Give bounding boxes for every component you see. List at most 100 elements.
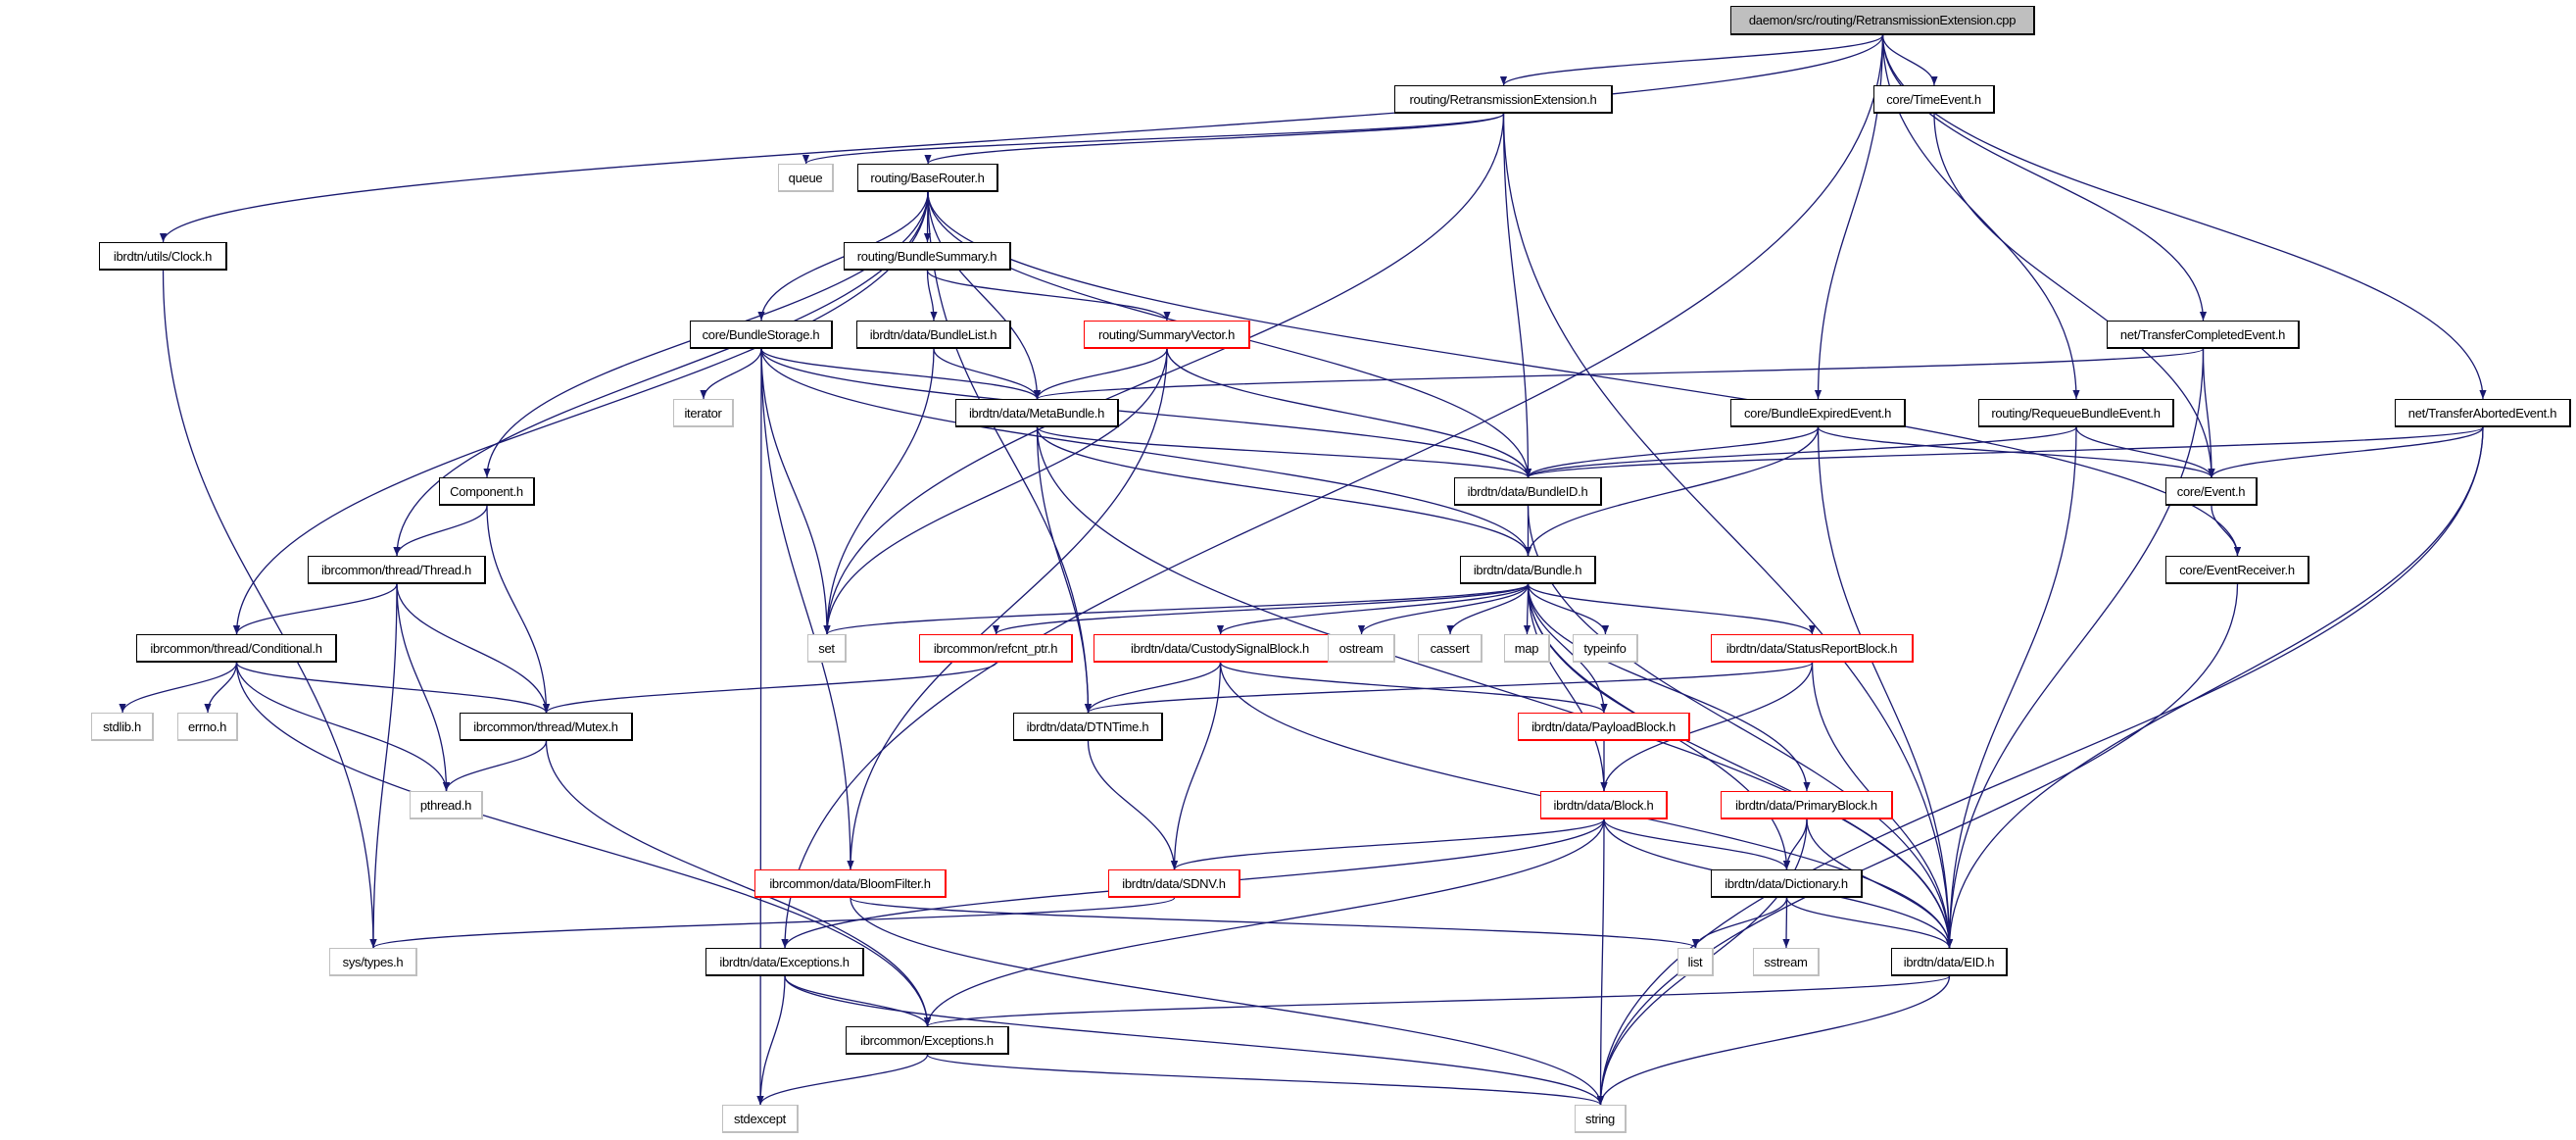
edge-thread-to-pthread bbox=[396, 583, 451, 792]
node-typeinfo: typeinfo bbox=[1573, 634, 1638, 663]
node-list: list bbox=[1677, 948, 1714, 976]
edge-bstorage-to-metabundle bbox=[760, 348, 1041, 400]
node-block[interactable]: ibrdtn/data/Block.h bbox=[1540, 791, 1668, 819]
node-dexceptions[interactable]: ibrdtn/data/Exceptions.h bbox=[705, 948, 864, 976]
node-dictionary[interactable]: ibrdtn/data/Dictionary.h bbox=[1711, 869, 1863, 898]
node-tcompleted[interactable]: net/TransferCompletedEvent.h bbox=[2107, 321, 2300, 349]
edge-metabundle-to-bundle bbox=[1036, 426, 1532, 557]
node-primary[interactable]: ibrdtn/data/PrimaryBlock.h bbox=[1721, 791, 1893, 819]
edge-dictionary-to-eid bbox=[1785, 897, 1954, 949]
edge-cpp-to-dexceptions bbox=[781, 34, 1884, 949]
edge-component-to-thread bbox=[393, 505, 488, 557]
node-string: string bbox=[1575, 1105, 1627, 1133]
edge-bundle-to-statusreport bbox=[1527, 583, 1816, 635]
edge-block-to-dictionary bbox=[1603, 818, 1791, 870]
node-bstorage[interactable]: core/BundleStorage.h bbox=[690, 321, 833, 349]
node-event[interactable]: core/Event.h bbox=[2165, 477, 2258, 506]
edge-conditional-to-mutex bbox=[235, 662, 550, 714]
edge-statusreport-to-block bbox=[1600, 662, 1814, 792]
edge-bsummary-to-blist bbox=[926, 270, 938, 322]
edge-blist-to-set bbox=[823, 348, 935, 635]
edge-evrecv-to-string bbox=[1596, 583, 2239, 1106]
edge-bstorage-to-set bbox=[760, 348, 831, 635]
edge-bstorage-to-stdexcept bbox=[756, 348, 764, 1106]
node-stdexcept: stdexcept bbox=[722, 1105, 799, 1133]
node-errno: errno.h bbox=[177, 713, 238, 741]
edge-svector-to-set bbox=[823, 348, 1168, 635]
edge-bsummary-to-svector bbox=[926, 270, 1171, 322]
node-bexpired[interactable]: core/BundleExpiredEvent.h bbox=[1730, 399, 1906, 427]
edge-eid-to-cexceptions bbox=[924, 975, 1951, 1027]
edge-dtntime-to-sdnv bbox=[1087, 740, 1179, 870]
edge-thread-to-mutex bbox=[396, 583, 551, 714]
node-ostream: ostream bbox=[1328, 634, 1395, 663]
edge-cpp-to-clock bbox=[160, 34, 1884, 243]
edge-dexceptions-to-stdexcept bbox=[756, 975, 786, 1106]
node-timeev[interactable]: core/TimeEvent.h bbox=[1873, 85, 1995, 114]
node-baserouter[interactable]: routing/BaseRouter.h bbox=[857, 164, 998, 192]
edge-bstorage-to-bloom bbox=[760, 348, 854, 870]
edge-bundle-to-block bbox=[1527, 583, 1608, 792]
edge-bundle-to-primary bbox=[1527, 583, 1811, 792]
edge-bexpired-to-bundleid bbox=[1525, 426, 1820, 478]
node-evrecv[interactable]: core/EventReceiver.h bbox=[2165, 556, 2309, 584]
node-bundleid[interactable]: ibrdtn/data/BundleID.h bbox=[1454, 477, 1602, 506]
edge-conditional-to-errno bbox=[204, 662, 238, 714]
node-mutex[interactable]: ibrcommon/thread/Mutex.h bbox=[460, 713, 633, 741]
node-statusreport[interactable]: ibrdtn/data/StatusReportBlock.h bbox=[1711, 634, 1914, 663]
edge-eid-to-string bbox=[1596, 975, 1951, 1106]
edge-bundle-to-cassert bbox=[1446, 583, 1530, 635]
edge-dexceptions-to-string bbox=[784, 975, 1604, 1106]
edge-cpp-to-rexth bbox=[1500, 34, 1884, 86]
node-rexth[interactable]: routing/RetransmissionExtension.h bbox=[1394, 85, 1613, 114]
node-map: map bbox=[1504, 634, 1550, 663]
edge-sdnv-to-systypes bbox=[369, 897, 1176, 949]
node-taborted[interactable]: net/TransferAbortedEvent.h bbox=[2395, 399, 2571, 427]
edge-block-to-string bbox=[1596, 818, 1605, 1106]
node-dtntime[interactable]: ibrdtn/data/DTNTime.h bbox=[1013, 713, 1163, 741]
edge-bexpired-to-bundle bbox=[1524, 426, 1820, 557]
edge-requeue-to-event bbox=[2075, 426, 2215, 478]
node-sdnv[interactable]: ibrdtn/data/SDNV.h bbox=[1108, 869, 1240, 898]
node-svector[interactable]: routing/SummaryVector.h bbox=[1084, 321, 1250, 349]
node-eid[interactable]: ibrdtn/data/EID.h bbox=[1891, 948, 2008, 976]
node-conditional[interactable]: ibrcommon/thread/Conditional.h bbox=[136, 634, 337, 663]
node-cpp[interactable]: daemon/src/routing/RetransmissionExtensi… bbox=[1730, 6, 2035, 35]
node-component[interactable]: Component.h bbox=[439, 477, 535, 506]
edge-conditional-to-cexceptions bbox=[235, 662, 932, 1027]
node-clock[interactable]: ibrdtn/utils/Clock.h bbox=[99, 242, 227, 271]
edge-bstorage-to-bundle bbox=[760, 348, 1532, 557]
edge-metabundle-to-bundleid bbox=[1036, 426, 1531, 478]
node-payload[interactable]: ibrdtn/data/PayloadBlock.h bbox=[1518, 713, 1690, 741]
node-requeue[interactable]: routing/RequeueBundleEvent.h bbox=[1978, 399, 2174, 427]
edge-dexceptions-to-cexceptions bbox=[784, 975, 932, 1027]
edge-baserouter-to-metabundle bbox=[927, 191, 1042, 400]
edge-svector-to-bloom bbox=[847, 348, 1168, 870]
node-blist[interactable]: ibrdtn/data/BundleList.h bbox=[856, 321, 1011, 349]
edge-rexth-to-queue bbox=[802, 113, 1505, 165]
node-bundle[interactable]: ibrdtn/data/Bundle.h bbox=[1460, 556, 1596, 584]
edge-cpp-to-timeev bbox=[1881, 34, 1938, 86]
edge-dictionary-to-list bbox=[1691, 897, 1788, 949]
edge-blist-to-metabundle bbox=[933, 348, 1042, 400]
edge-conditional-to-pthread bbox=[235, 662, 451, 792]
node-bsummary[interactable]: routing/BundleSummary.h bbox=[844, 242, 1011, 271]
edge-taborted-to-string bbox=[1596, 426, 2484, 1106]
edge-event-to-evrecv bbox=[2211, 505, 2242, 557]
node-thread[interactable]: ibrcommon/thread/Thread.h bbox=[308, 556, 486, 584]
edge-bundle-to-eid bbox=[1527, 583, 1954, 949]
node-systypes: sys/types.h bbox=[329, 948, 417, 976]
node-bloom[interactable]: ibrcommon/data/BloomFilter.h bbox=[754, 869, 947, 898]
node-metabundle[interactable]: ibrdtn/data/MetaBundle.h bbox=[955, 399, 1119, 427]
edge-bundle-to-set bbox=[823, 583, 1530, 635]
edge-baserouter-to-dtntime bbox=[927, 191, 1093, 714]
node-cexceptions[interactable]: ibrcommon/Exceptions.h bbox=[846, 1026, 1009, 1055]
edge-mutex-to-pthread bbox=[442, 740, 548, 792]
node-pthread: pthread.h bbox=[410, 791, 483, 819]
edge-dictionary-to-sstream bbox=[1782, 897, 1790, 949]
edge-custody-to-dtntime bbox=[1084, 662, 1222, 714]
node-custody[interactable]: ibrdtn/data/CustodySignalBlock.h bbox=[1094, 634, 1347, 663]
edge-requeue-to-eid bbox=[1945, 426, 2077, 949]
edge-bloom-to-string bbox=[850, 897, 1605, 1106]
node-refcnt[interactable]: ibrcommon/refcnt_ptr.h bbox=[919, 634, 1073, 663]
